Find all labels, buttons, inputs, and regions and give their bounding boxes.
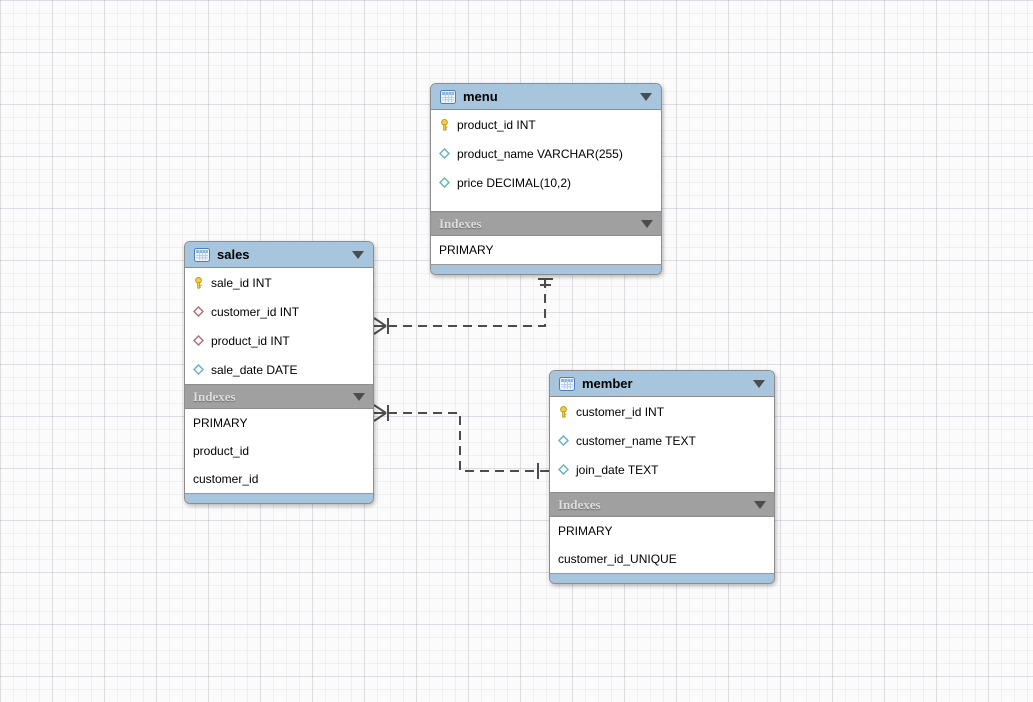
collapse-arrow-icon[interactable] bbox=[641, 219, 653, 228]
column-row[interactable]: customer_name TEXT bbox=[550, 426, 774, 455]
table-footer bbox=[550, 573, 774, 583]
primary-key-icon bbox=[439, 118, 450, 131]
index-row[interactable]: PRIMARY bbox=[431, 236, 661, 264]
column-diamond-icon bbox=[558, 464, 569, 475]
table-title: sales bbox=[217, 247, 250, 262]
foreign-key-diamond-icon bbox=[193, 306, 204, 317]
table-sales[interactable]: sales sale_id INT customer_id INT pro bbox=[184, 241, 374, 504]
column-row[interactable]: price DECIMAL(10,2) bbox=[431, 168, 661, 197]
column-diamond-icon bbox=[439, 177, 450, 188]
indexes-section-header[interactable]: Indexes bbox=[431, 211, 661, 236]
relationship-connector-sales-member[interactable] bbox=[373, 404, 549, 479]
column-row[interactable]: product_id INT bbox=[431, 110, 661, 139]
column-row[interactable]: product_id INT bbox=[185, 326, 373, 355]
index-name: PRIMARY bbox=[439, 243, 494, 257]
foreign-key-diamond-icon bbox=[193, 335, 204, 346]
column-row[interactable]: sale_date DATE bbox=[185, 355, 373, 384]
indexes-section-header[interactable]: Indexes bbox=[185, 384, 373, 409]
collapse-arrow-icon[interactable] bbox=[353, 392, 365, 401]
table-icon bbox=[559, 376, 575, 391]
index-name: PRIMARY bbox=[558, 524, 613, 538]
indexes-label: Indexes bbox=[558, 496, 601, 512]
index-row[interactable]: PRIMARY bbox=[185, 409, 373, 437]
index-row[interactable]: product_id bbox=[185, 437, 373, 465]
column-definition: sale_date DATE bbox=[211, 362, 298, 377]
index-name: product_id bbox=[193, 444, 250, 458]
column-definition: product_id INT bbox=[457, 117, 536, 132]
index-name: customer_id_UNIQUE bbox=[558, 552, 677, 566]
column-diamond-icon bbox=[439, 148, 450, 159]
index-name: PRIMARY bbox=[193, 416, 248, 430]
collapse-arrow-icon[interactable] bbox=[753, 379, 765, 388]
column-definition: product_name VARCHAR(255) bbox=[457, 146, 623, 161]
index-name: customer_id bbox=[193, 472, 259, 486]
table-sales-header[interactable]: sales bbox=[185, 242, 373, 268]
table-member-header[interactable]: member bbox=[550, 371, 774, 397]
indexes-label: Indexes bbox=[439, 215, 482, 231]
collapse-arrow-icon[interactable] bbox=[754, 500, 766, 509]
column-row[interactable]: join_date TEXT bbox=[550, 455, 774, 484]
column-definition: sale_id INT bbox=[211, 275, 272, 290]
column-definition: customer_id INT bbox=[211, 304, 300, 319]
relationship-connector-sales-menu[interactable] bbox=[373, 277, 553, 335]
index-row[interactable]: customer_id bbox=[185, 465, 373, 493]
table-icon bbox=[194, 247, 210, 262]
cardinality-one-icon bbox=[538, 278, 553, 286]
column-row[interactable]: sale_id INT bbox=[185, 268, 373, 297]
column-row[interactable]: product_name VARCHAR(255) bbox=[431, 139, 661, 168]
column-row[interactable]: customer_id INT bbox=[550, 397, 774, 426]
table-member[interactable]: member customer_id INT customer_name TEX… bbox=[549, 370, 775, 584]
column-diamond-icon bbox=[193, 364, 204, 375]
table-footer bbox=[431, 264, 661, 274]
column-row[interactable]: customer_id INT bbox=[185, 297, 373, 326]
table-footer bbox=[185, 493, 373, 503]
collapse-arrow-icon[interactable] bbox=[640, 92, 652, 101]
index-row[interactable]: customer_id_UNIQUE bbox=[550, 545, 774, 573]
table-menu[interactable]: menu product_id INT product_name VARCHAR… bbox=[430, 83, 662, 275]
indexes-section-header[interactable]: Indexes bbox=[550, 492, 774, 517]
column-definition: product_id INT bbox=[211, 333, 290, 348]
collapse-arrow-icon[interactable] bbox=[352, 250, 364, 259]
index-row[interactable]: PRIMARY bbox=[550, 517, 774, 545]
crow-foot-many-icon bbox=[373, 404, 387, 422]
primary-key-icon bbox=[193, 276, 204, 289]
table-title: menu bbox=[463, 89, 498, 104]
indexes-label: Indexes bbox=[193, 388, 236, 404]
column-definition: join_date TEXT bbox=[576, 462, 659, 477]
table-menu-header[interactable]: menu bbox=[431, 84, 661, 110]
crow-foot-many-icon bbox=[373, 317, 387, 335]
table-icon bbox=[440, 89, 456, 104]
table-title: member bbox=[582, 376, 633, 391]
column-definition: customer_name TEXT bbox=[576, 433, 696, 448]
primary-key-icon bbox=[558, 405, 569, 418]
column-diamond-icon bbox=[558, 435, 569, 446]
column-definition: customer_id INT bbox=[576, 404, 665, 419]
column-definition: price DECIMAL(10,2) bbox=[457, 175, 572, 190]
